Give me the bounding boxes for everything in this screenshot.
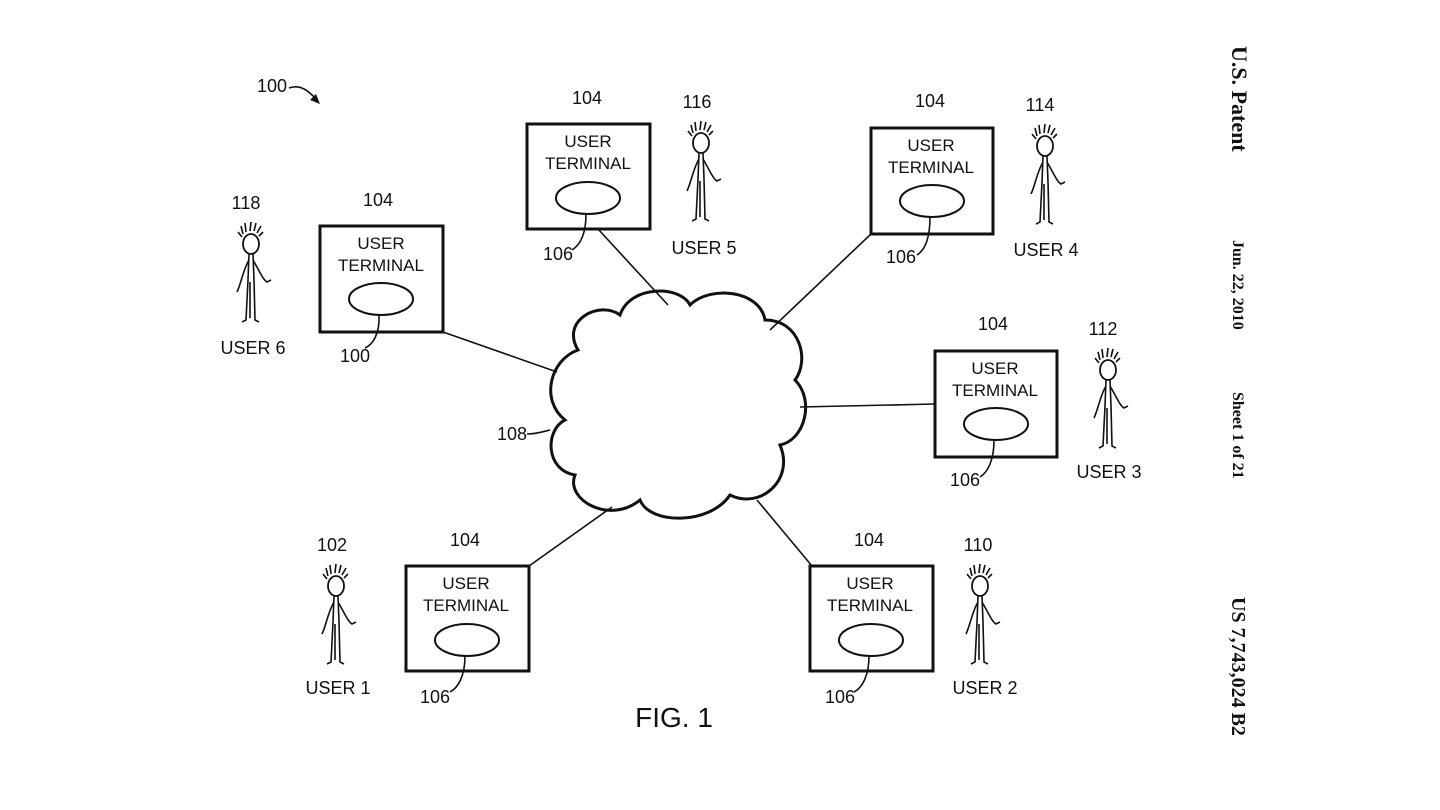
patent-number: US 7,743,024 B2	[1227, 597, 1249, 736]
terminal-ref: 104	[363, 190, 393, 210]
terminal-subref: 106	[420, 687, 450, 707]
terminal-label-line1: USER	[907, 136, 954, 155]
terminal-label-line1: USER	[971, 359, 1018, 378]
patent-date: Jun. 22, 2010	[1229, 240, 1246, 330]
user-figure-4: 114 USER 4	[1013, 95, 1078, 260]
user-ref: 110	[964, 535, 993, 555]
user-terminal-1: USER TERMINAL 104 106	[404, 530, 531, 707]
system-ref-label: 100	[257, 76, 287, 96]
user-ref: 112	[1089, 319, 1118, 339]
arrowhead-icon	[310, 94, 320, 104]
terminal-ref: 104	[854, 530, 884, 550]
terminal-label-line2: TERMINAL	[888, 158, 974, 177]
terminal-subref: 106	[543, 244, 573, 264]
user-ref: 116	[683, 92, 712, 112]
user-name: USER 1	[305, 678, 370, 698]
network-ref: 108	[497, 424, 551, 444]
network-ref-label: 108	[497, 424, 527, 444]
terminal-ref: 104	[915, 91, 945, 111]
user-name: USER 2	[952, 678, 1017, 698]
terminal-label-line2: TERMINAL	[338, 256, 424, 275]
system-ref: 100	[257, 76, 320, 104]
user-terminal-3: USER TERMINAL 104 106	[933, 314, 1059, 490]
user-terminal-6: USER TERMINAL 104 100	[318, 190, 445, 366]
terminal-label-line1: USER	[442, 574, 489, 593]
patent-sheet: Sheet 1 of 21	[1229, 392, 1246, 479]
user-ref: 102	[317, 535, 347, 555]
user-figure-1: 102 USER 1	[305, 535, 370, 698]
terminal-subref: 106	[950, 470, 980, 490]
network-cloud	[549, 289, 808, 520]
user-figure-6: 118 USER 6	[220, 193, 285, 358]
terminal-subref: 100	[340, 346, 370, 366]
user-figure-5: 116 USER 5	[671, 92, 736, 258]
terminal-subref: 106	[825, 687, 855, 707]
network-links	[442, 228, 936, 567]
terminal-ref: 104	[978, 314, 1008, 334]
terminal-label-line2: TERMINAL	[423, 596, 509, 615]
figure-caption: FIG. 1	[635, 702, 713, 733]
user-figure-2: 110 USER 2	[952, 535, 1017, 698]
patent-title: U.S. Patent	[1227, 46, 1252, 152]
user-terminal-5: USER TERMINAL 104 106	[525, 88, 652, 264]
terminal-label-line2: TERMINAL	[952, 381, 1038, 400]
patent-header: U.S. Patent Jun. 22, 2010 Sheet 1 of 21 …	[1227, 46, 1252, 736]
terminal-label-line1: USER	[357, 234, 404, 253]
user-terminal-4: USER TERMINAL 104 106	[869, 91, 995, 267]
terminal-label-line1: USER	[564, 132, 611, 151]
user-name: USER 4	[1013, 240, 1078, 260]
user-ref: 114	[1026, 95, 1055, 115]
terminal-subref: 106	[886, 247, 916, 267]
terminal-label-line2: TERMINAL	[545, 154, 631, 173]
user-name: USER 6	[220, 338, 285, 358]
terminal-ref: 104	[450, 530, 480, 550]
terminal-label-line2: TERMINAL	[827, 596, 913, 615]
user-name: USER 3	[1076, 462, 1141, 482]
user-figure-3: 112 USER 3	[1076, 319, 1141, 482]
user-ref: 118	[232, 193, 261, 213]
terminal-label-line1: USER	[846, 574, 893, 593]
terminal-ref: 104	[572, 88, 602, 108]
user-name: USER 5	[671, 238, 736, 258]
user-terminal-2: USER TERMINAL 104 106	[808, 530, 935, 707]
